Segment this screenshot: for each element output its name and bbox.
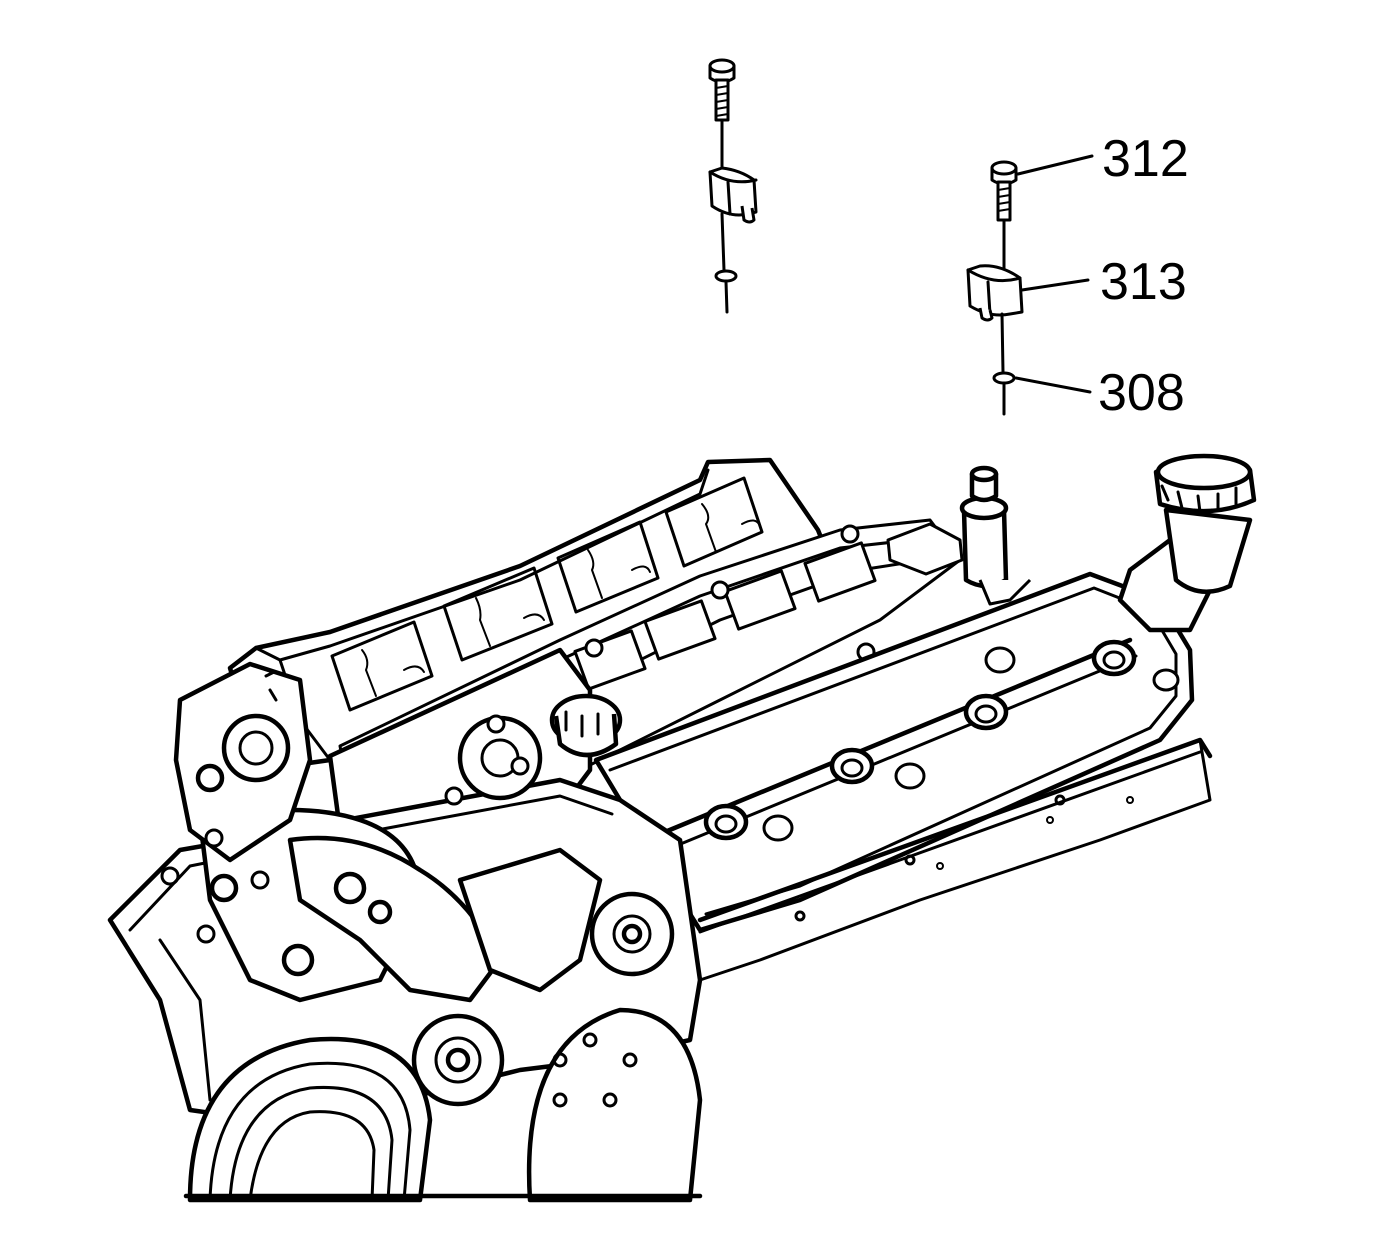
bolt-312 bbox=[990, 160, 1018, 270]
leader-308 bbox=[1014, 376, 1092, 394]
engine-assembly bbox=[107, 453, 1257, 1203]
sensor bbox=[959, 465, 1032, 606]
callout-313: 313 bbox=[1100, 253, 1187, 311]
front-cover bbox=[107, 777, 703, 1123]
block-side bbox=[698, 738, 1212, 982]
leader-312 bbox=[1016, 154, 1094, 176]
leader-313 bbox=[1020, 278, 1090, 292]
bracket-313 bbox=[966, 264, 1024, 374]
callout-308: 308 bbox=[1098, 364, 1185, 422]
oil-fill-cap bbox=[1117, 453, 1257, 633]
left-upper-pulley bbox=[173, 661, 543, 863]
right-fastener-stack bbox=[966, 154, 1094, 416]
callout-312: 312 bbox=[1102, 130, 1189, 188]
lower-pulleys bbox=[183, 1007, 703, 1203]
washer-308 bbox=[992, 371, 1016, 416]
left-fastener-stack bbox=[708, 58, 758, 314]
